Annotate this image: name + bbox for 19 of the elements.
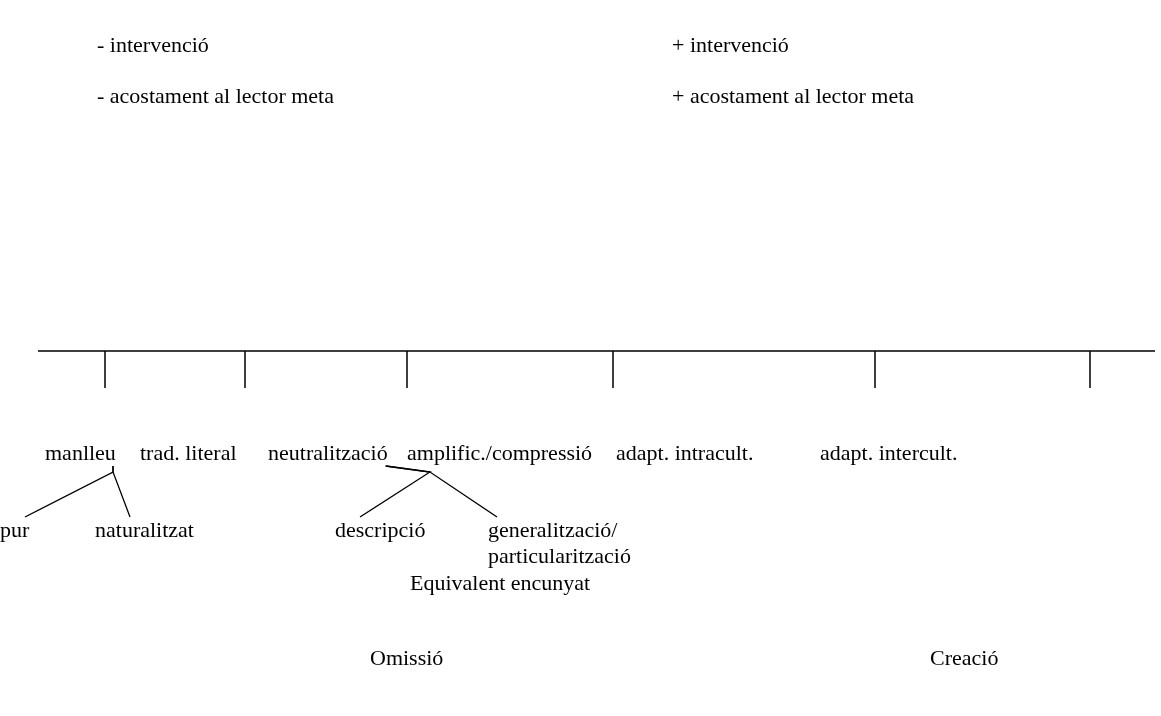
pole-label: - intervenció (97, 32, 209, 58)
subcategory-label: generalització/ particularització (488, 517, 638, 569)
subcategory-label: descripció (335, 517, 426, 543)
category-label: amplific./compressió (407, 440, 593, 466)
category-label: adapt. intercult. (820, 440, 958, 466)
category-label: neutralització (268, 440, 388, 466)
branch-line (112, 465, 131, 518)
pole-label: + intervenció (672, 32, 789, 58)
technique-label: Equivalent encunyat (410, 570, 591, 596)
technique-label: Creació (930, 645, 999, 671)
pole-label: - acostament al lector meta (97, 83, 334, 109)
subcategory-label: naturalitzat (95, 517, 194, 543)
category-label: manlleu (45, 440, 116, 466)
technique-label: Omissió (370, 645, 444, 671)
pole-label: + acostament al lector meta (672, 83, 915, 109)
category-label: adapt. intracult. (616, 440, 754, 466)
subcategory-label: pur (0, 517, 30, 543)
branch-line (385, 465, 498, 518)
category-label: trad. literal (140, 440, 237, 466)
